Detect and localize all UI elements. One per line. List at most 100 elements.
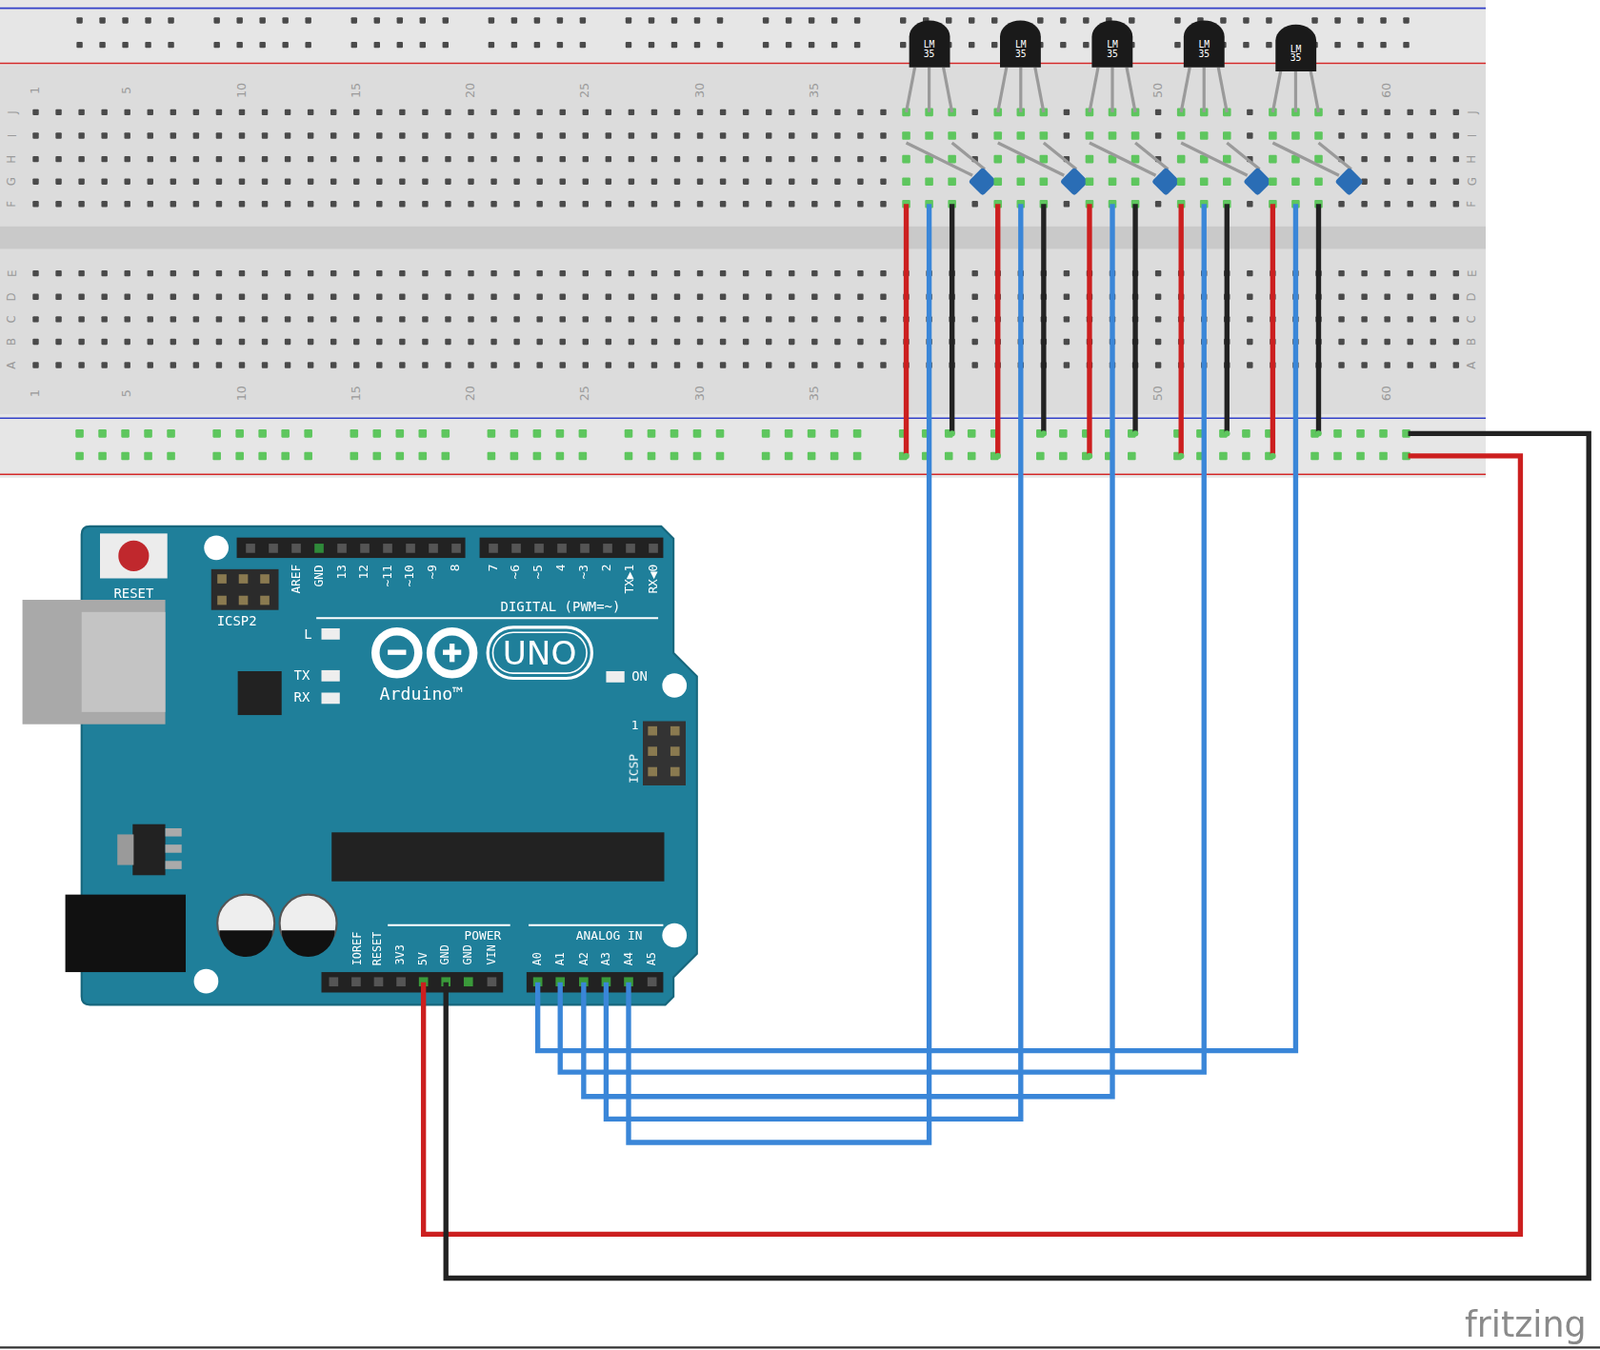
breadboard-hole — [124, 179, 131, 185]
connected-hole — [1017, 177, 1026, 186]
header-pin — [428, 543, 439, 554]
rail-hole — [281, 41, 288, 48]
breadboard-hole — [811, 294, 818, 300]
breadboard-hole — [421, 339, 428, 345]
rail-hole — [350, 452, 360, 461]
part-label: LM 35 — [1285, 22, 1306, 64]
breadboard-hole — [788, 132, 795, 139]
breadboard-hole — [651, 200, 658, 207]
power-rail — [0, 414, 1486, 478]
rail-hole — [693, 452, 702, 461]
connected-hole — [1314, 177, 1323, 186]
breadboard-hole — [697, 109, 703, 116]
breadboard-hole — [261, 179, 268, 185]
breadboard-hole — [490, 179, 497, 185]
breadboard-hole — [1155, 339, 1161, 345]
breadboard-hole — [834, 132, 840, 139]
pin-label: AREF — [289, 564, 303, 595]
rail-hole — [853, 452, 862, 461]
sensor-lead — [1309, 67, 1319, 113]
breadboard-hole — [536, 132, 542, 139]
header-pin — [360, 543, 370, 554]
rail-hole — [580, 17, 586, 23]
breadboard-hole — [811, 132, 818, 139]
breadboard-hole — [788, 156, 795, 162]
breadboard-hole — [742, 270, 749, 277]
sensor-lead — [1035, 67, 1044, 113]
breadboard-hole — [376, 200, 382, 207]
rail-hole — [1333, 452, 1342, 461]
breadboard-hole — [880, 361, 886, 368]
row-letter: D — [1466, 292, 1480, 301]
breadboard-hole — [1453, 179, 1460, 185]
power-jack — [65, 895, 186, 973]
breadboard-hole — [353, 132, 360, 139]
breadboard-hole — [147, 270, 154, 277]
breadboard-hole — [513, 109, 520, 116]
breadboard-hole — [353, 339, 360, 345]
breadboard-hole — [307, 132, 314, 139]
rail-hole — [762, 41, 769, 48]
breadboard-hole — [55, 200, 61, 207]
rail-hole — [441, 429, 451, 439]
header-pin — [488, 543, 499, 554]
ground-wire — [949, 203, 955, 434]
column-number: 1 — [28, 85, 42, 94]
breadboard-hole — [1453, 200, 1460, 207]
breadboard-hole — [170, 109, 177, 116]
breadboard-hole — [560, 132, 566, 139]
connected-hole — [1291, 177, 1300, 186]
breadboard-hole — [857, 156, 863, 162]
arduino-logo — [375, 631, 419, 675]
usb-connector — [81, 612, 166, 713]
breadboard-hole — [880, 200, 886, 207]
rail-hole — [373, 429, 382, 439]
pin-label: 5V — [417, 952, 430, 966]
breadboard-hole — [193, 270, 200, 277]
breadboard-hole — [788, 270, 795, 277]
pin-label: GND — [461, 944, 475, 965]
breadboard-hole — [811, 339, 818, 345]
breadboard-hole — [78, 179, 84, 185]
connected-hole — [993, 177, 1002, 186]
breadboard-hole — [261, 270, 268, 277]
rail-hole — [762, 17, 769, 23]
rail-hole — [1220, 17, 1226, 23]
rail-hole — [1241, 429, 1251, 439]
led — [321, 693, 340, 705]
icsp2-header — [211, 569, 280, 611]
breadboard-hole — [720, 179, 726, 185]
breadboard-hole — [55, 156, 61, 162]
breadboard-hole — [284, 156, 291, 162]
breadboard-hole — [811, 270, 818, 277]
breadboard-hole — [399, 109, 405, 116]
breadboard-hole — [513, 200, 520, 207]
breadboard-hole — [1360, 316, 1367, 322]
breadboard-hole — [1453, 109, 1460, 116]
breadboard-hole — [788, 294, 795, 300]
breadboard-hole — [697, 132, 703, 139]
part-label: LM 35 — [1194, 18, 1215, 60]
breadboard-hole — [1430, 361, 1437, 368]
rail-hole — [557, 41, 563, 48]
breadboard-hole — [651, 316, 658, 322]
breadboard-hole — [811, 316, 818, 322]
pin-label: 12 — [358, 563, 372, 579]
capacitor-lead — [1272, 142, 1340, 176]
breadboard-hole — [811, 109, 818, 116]
breadboard-hole — [490, 270, 497, 277]
rail-hole — [1334, 17, 1340, 23]
rail-hole — [1128, 17, 1135, 23]
rail-hole — [624, 429, 634, 439]
breadboard-hole — [124, 361, 131, 368]
signal-wire — [628, 203, 930, 1143]
breadboard-hole — [55, 294, 61, 300]
signal-wire — [538, 203, 1297, 1051]
mounting-hole — [194, 969, 220, 995]
rail-hole — [854, 41, 860, 48]
rail-hole — [510, 429, 520, 439]
header-pin — [463, 977, 474, 987]
rail-line — [0, 7, 1486, 10]
breadboard-hole — [32, 361, 39, 368]
rail-hole — [967, 452, 977, 461]
